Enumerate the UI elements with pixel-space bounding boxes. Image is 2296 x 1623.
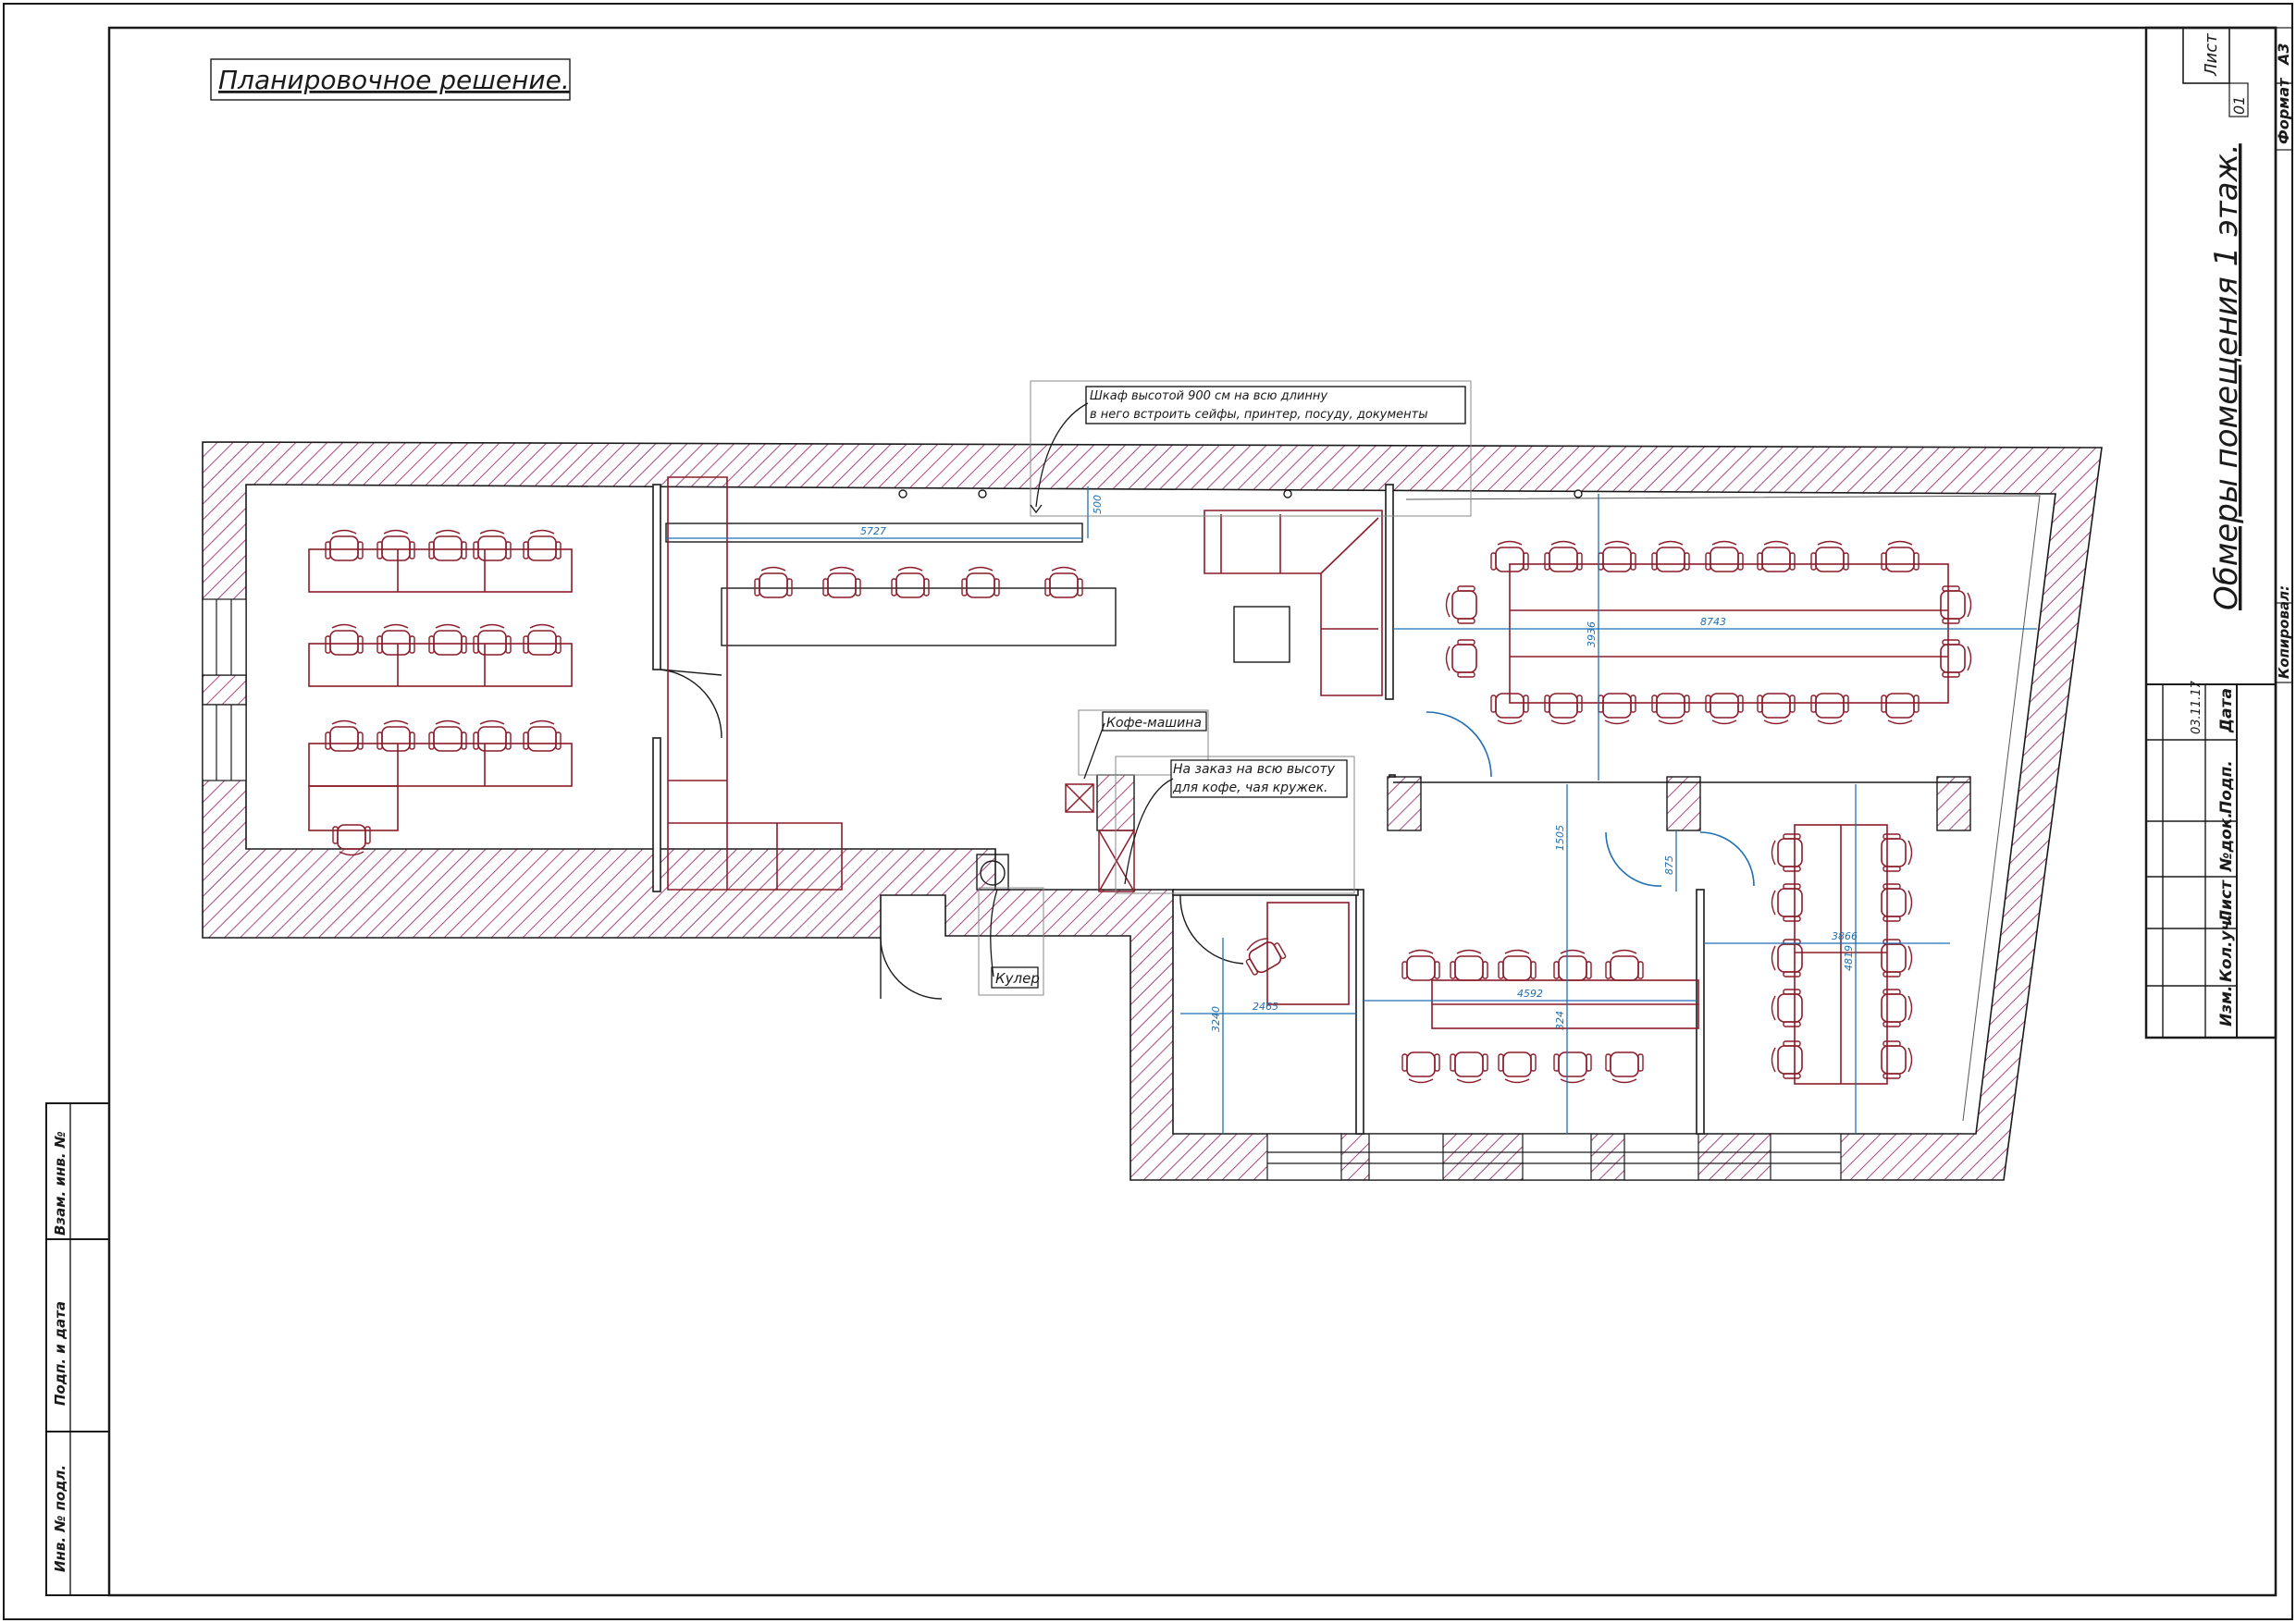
tb-col-docnum: №док.: [2217, 812, 2236, 872]
left-window-pier: [202, 674, 247, 706]
dim-324: 324: [1554, 1011, 1566, 1030]
cabinet-callout: Шкаф высотой 900 см на всю длинну в него…: [1030, 380, 1472, 517]
inner-finish-line: [1405, 495, 2041, 1122]
sheet-title-box: [210, 58, 571, 101]
tb-col-change: Изм.: [2217, 986, 2236, 1027]
tb-col-sign: Подп.: [2217, 760, 2236, 814]
partition-pier-2: [1666, 776, 1701, 831]
dimension-lines: [666, 486, 2037, 1134]
bottom-mid-chairs: [1401, 949, 1644, 1084]
doors: [660, 669, 1244, 1000]
dim-3866: 3866: [1832, 930, 1858, 942]
central-furniture: [665, 523, 1290, 663]
title-block: Лист 01 Обмеры помещения 1 этаж. Дата 03…: [2144, 26, 2293, 1039]
dim-3936: 3936: [1586, 621, 1598, 647]
outer-frame: [3, 3, 2293, 1620]
stamp-replacement-inv: Взам. инв. №: [52, 1131, 68, 1236]
dim-2465: 2465: [1253, 1001, 1278, 1013]
sheet-title: Планировочное решение.: [218, 65, 570, 95]
central-chairs: [754, 566, 1083, 598]
cooler-label: Кулер: [995, 970, 1040, 987]
drawing-title: Обмеры помещения 1 этаж.: [2208, 143, 2245, 610]
stamp-original-inv: Инв. № подл.: [52, 1465, 68, 1572]
dim-4819: 4819: [1843, 945, 1855, 971]
left-desks: [308, 548, 573, 831]
meeting-chairs: [1445, 540, 1972, 725]
custom-note-line2: для кофе, чая кружек.: [1172, 781, 1328, 795]
tb-col-date: Дата: [2217, 688, 2236, 733]
left-chairs: [325, 529, 562, 856]
tb-col-sheet: Лист: [2217, 879, 2236, 924]
interior-walls: [652, 484, 1705, 1135]
dim-3240: 3240: [1210, 1006, 1222, 1032]
side-stamp: Взам. инв. № Подп. и дата Инв. № подл.: [45, 1102, 110, 1596]
coffee-area: [1065, 783, 1135, 892]
sheet-label: Лист: [2202, 33, 2221, 77]
dim-4592: 4592: [1517, 988, 1543, 1000]
dim-8743: 8743: [1700, 616, 1726, 628]
stamp-sign-date: Подп. и дата: [52, 1301, 68, 1406]
dim-875: 875: [1663, 855, 1675, 875]
sheet-number: 01: [2230, 96, 2248, 115]
coffee-machine-label: Кофе-машина: [1106, 716, 1202, 731]
copied-label: Копировал:: [2276, 585, 2292, 679]
sofas: [667, 476, 1383, 891]
bottom-right-chairs: [1771, 833, 1913, 1079]
coffee-callout: Кофе-машина: [1078, 709, 1209, 780]
partition-pier-3: [1936, 776, 1971, 831]
cabinet-note-line2: в него встроить сейфы, принтер, посуду, …: [1090, 408, 1428, 422]
left-windows: [202, 598, 247, 781]
dim-5727: 5727: [860, 525, 886, 537]
bottom-right-desks: [1794, 824, 1888, 1085]
dim-500: 500: [1092, 495, 1104, 514]
small-office: [1239, 902, 1350, 1005]
partition-pier-1: [1387, 776, 1422, 831]
meeting-table: [1509, 563, 1949, 704]
tb-col-count: Кол.уч.: [2217, 914, 2236, 982]
dim-1505: 1505: [1554, 825, 1566, 851]
custom-cabinet-callout: На заказ на всю высоту для кофе, чая кру…: [1115, 756, 1355, 894]
exterior-walls: [202, 441, 2103, 1181]
custom-note-line1: На заказ на всю высоту: [1173, 762, 1336, 777]
cooler: [976, 854, 1009, 891]
doors-blue: [1426, 711, 1755, 887]
cabinet-marks: [898, 489, 1583, 498]
tb-date-value: 03.11.17: [2190, 680, 2203, 734]
cooler-callout: Кулер: [978, 887, 1044, 996]
cabinet-note-line1: Шкаф высотой 900 см на всю длинну: [1090, 389, 1327, 403]
format-label: Формат: [2275, 77, 2292, 144]
floor-plan: 5727 500 8743 3936 1505 875 3866 4819 24…: [202, 380, 2103, 1181]
bottom-windows: [1266, 1133, 1842, 1181]
format-value: А3: [2275, 43, 2292, 67]
